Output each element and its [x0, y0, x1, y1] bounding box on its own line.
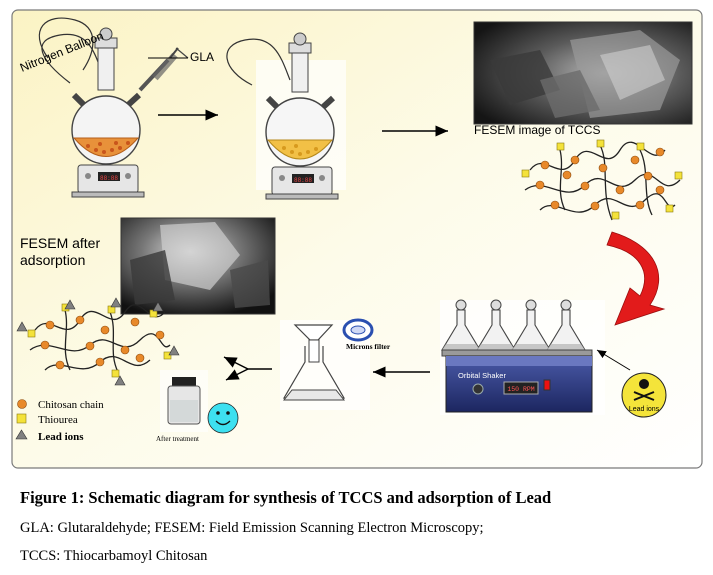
- legend-thiourea-marker: [16, 413, 27, 424]
- fesem-image-after-adsorption: [120, 217, 276, 315]
- reaction-flask-2: 88:88: [226, 32, 346, 200]
- tccs-network: [524, 141, 681, 221]
- legend: Chitosan chain Thiourea Lead ions: [15, 399, 104, 443]
- orbital-shaker-label: Orbital Shaker: [458, 371, 506, 380]
- legend-lead-marker: [15, 429, 28, 440]
- arrow-to-treated-water: [225, 368, 249, 381]
- tccs-chitosan-nodes: [535, 147, 665, 211]
- abbreviations-line-2: TCCS: Thiocarbamoyl Chitosan: [20, 548, 208, 564]
- fesem-image-tccs: [473, 21, 693, 125]
- adsorbed-thiourea-nodes: [27, 303, 172, 378]
- nitrogen-balloon: [38, 17, 94, 71]
- after-treatment-label: After treatment: [156, 435, 199, 443]
- treated-water-bottle: [160, 370, 208, 432]
- lead-ions-badge: Lead ions: [621, 372, 667, 418]
- lead-ions-arrow: [596, 349, 631, 371]
- abbreviations-line-1: GLA: Glutaraldehyde; FESEM: Field Emissi…: [20, 520, 484, 536]
- adsorbed-lead-nodes: [16, 297, 180, 386]
- shaker-flasks: [441, 309, 586, 351]
- hotplate-display-1: 88:88: [100, 175, 118, 182]
- adsorbed-chitosan-nodes: [40, 315, 165, 370]
- syringe-gla: [138, 47, 189, 92]
- smiley-icon: [207, 402, 239, 434]
- red-curved-arrow: [606, 231, 666, 326]
- legend-thiourea-label: Thiourea: [38, 414, 78, 426]
- skull-icon: [639, 379, 649, 389]
- synthesis-diagram: 88:88 Nitrogen Balloon GLA 88:88: [11, 9, 703, 469]
- nitrogen-balloon-tube: [41, 33, 104, 84]
- orbital-shaker: Orbital Shaker 150 RPM: [440, 299, 605, 415]
- tccs-thiourea-nodes: [521, 139, 683, 220]
- legend-lead-label: Lead ions: [38, 431, 84, 443]
- micron-filter-label: Microns filter: [346, 342, 391, 351]
- lead-ions-badge-label: Lead ions: [629, 406, 660, 413]
- micron-filter-icon: [342, 318, 374, 342]
- figure-caption: Figure 1: Schematic diagram for synthesi…: [20, 488, 552, 507]
- fesem-after-label-line1: FESEM after: [20, 235, 100, 251]
- gla-label: GLA: [190, 50, 214, 64]
- shaker-rpm-display: 150 RPM: [507, 386, 534, 393]
- legend-chitosan-label: Chitosan chain: [38, 399, 104, 411]
- legend-chitosan-marker: [17, 399, 27, 409]
- crossbones-icon: [633, 391, 655, 401]
- fesem-tccs-label: FESEM image of TCCS: [474, 123, 600, 137]
- reaction-flask-1: 88:88: [38, 17, 145, 198]
- hotplate-display-2: 88:88: [294, 177, 312, 184]
- fesem-after-label-line2: adsorption: [20, 252, 85, 268]
